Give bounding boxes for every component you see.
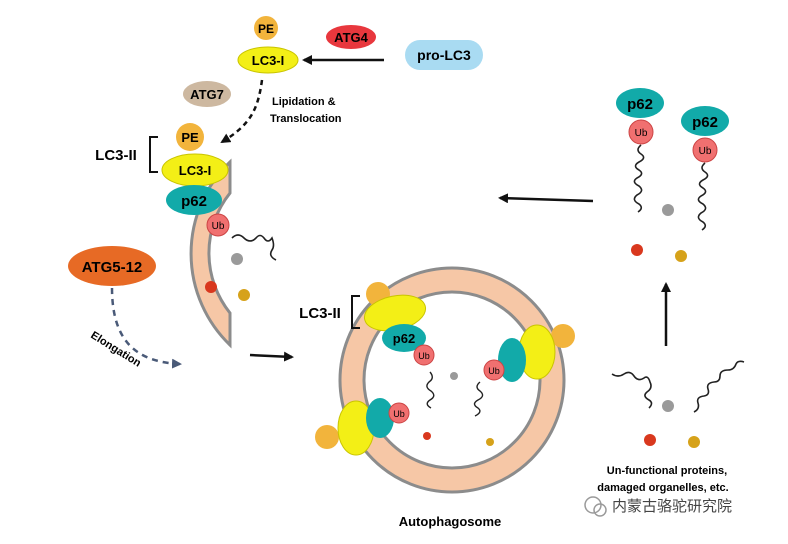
lc3-processing: PE LC3-I ATG4 pro-LC3 ATG7 Lipidation & …: [183, 16, 483, 144]
protein-squiggle-center-1: [426, 371, 435, 409]
gold-dot-bottom: [688, 436, 700, 448]
lc3-ii-label-left: LC3-II: [95, 147, 137, 164]
ub-label-left: Ub: [212, 221, 225, 232]
atg4-label: ATG4: [334, 30, 368, 45]
pe-node: [254, 16, 278, 40]
ub-node-center-2: [483, 359, 505, 381]
atg4-node: [326, 25, 376, 49]
red-dot-center: [423, 432, 431, 440]
red-dot-right: [631, 244, 643, 256]
red-dot-left: [205, 281, 217, 293]
p62-node-left: [166, 185, 222, 215]
pro-lc3-label: pro-LC3: [417, 47, 471, 63]
autophagosome: LC3-II p62 Ub Ub Ub Autophagosome: [299, 266, 575, 529]
ub-label-right-2: Ub: [699, 146, 712, 157]
atg5-12-label: ATG5-12: [82, 259, 143, 276]
pe-label: PE: [258, 22, 274, 36]
pe-node-center-2: [551, 324, 575, 348]
ub-node-center-3: [388, 402, 410, 424]
elongation-arrow: [110, 287, 182, 369]
ub-label-right-1: Ub: [635, 128, 648, 139]
ub-node-right-2: [692, 137, 718, 163]
ubiquitinated-cargo: p62 Ub p62 Ub: [616, 88, 729, 262]
p62-node-center-3: [366, 398, 394, 438]
back-to-phagophore-arrow: [498, 193, 594, 204]
lipidation-arrow: [220, 79, 264, 144]
p62-label-center-1: p62: [393, 331, 415, 346]
protein-squiggle-right-2: [697, 162, 709, 231]
lc3-i-label: LC3-I: [252, 53, 285, 68]
atg5-12-node: [68, 246, 156, 286]
lipidation-label-line2: Translocation: [270, 113, 342, 125]
p62-node-center-2: [498, 338, 526, 382]
watermark-text: 内蒙古骆驼研究院: [612, 497, 732, 515]
p62-node-right-1: [616, 88, 664, 118]
lc3-ii-label-center: LC3-II: [299, 305, 341, 322]
watermark-logo-icon: [584, 496, 602, 514]
gray-dot-center: [450, 372, 458, 380]
to-autophagosome-arrow: [249, 351, 294, 362]
gold-dot-left: [238, 289, 250, 301]
protein-squiggle-bottom-2: [693, 360, 745, 413]
protein-squiggle-bottom-1: [611, 371, 653, 409]
p62-label-left: p62: [181, 193, 207, 210]
unfunctional-label-line1: Un-functional proteins,: [607, 465, 727, 477]
protein-squiggle-center-2: [473, 381, 484, 417]
red-dot-bottom: [644, 434, 656, 446]
unfunctional-label-line2: damaged organelles, etc.: [597, 482, 728, 494]
ub-label-center-1: Ub: [418, 351, 430, 361]
ub-node-right-1: [628, 119, 654, 145]
ub-label-center-2: Ub: [488, 366, 500, 376]
atg7-node: [183, 81, 231, 107]
lc3-i-node: [237, 46, 299, 74]
ub-node-left: [206, 213, 230, 237]
ub-label-center-3: Ub: [393, 409, 405, 419]
pro-lc3-node: [405, 40, 483, 70]
protein-squiggle-right-1: [633, 144, 645, 213]
gray-dot-bottom: [662, 400, 674, 412]
autophagosome-label: Autophagosome: [399, 514, 502, 529]
gold-dot-right: [675, 250, 687, 262]
watermark-logo-icon-2: [593, 503, 607, 517]
phagophore: LC3-II PE LC3-I p62 Ub ATG5-12 Elongatio…: [68, 123, 277, 370]
lc3-i-label-left: LC3-I: [179, 163, 212, 178]
p62-node-right-2: [681, 106, 729, 136]
lc3-ii-bracket-left: [149, 136, 158, 173]
gold-dot-center: [486, 438, 494, 446]
unfunctional-cargo: Un-functional proteins, damaged organell…: [597, 360, 745, 494]
pe-node-center-3: [315, 425, 339, 449]
lipidation-label-line1: Lipidation &: [272, 96, 336, 108]
atg7-label: ATG7: [190, 87, 224, 102]
gray-dot-right: [662, 204, 674, 216]
ub-node-center-1: [413, 344, 435, 366]
p62-label-right-1: p62: [627, 96, 653, 113]
protein-squiggle-left: [231, 234, 277, 261]
gray-dot-left: [231, 253, 243, 265]
watermark: 内蒙古骆驼研究院: [584, 496, 732, 517]
pe-label-left: PE: [181, 130, 199, 145]
pe-node-left: [176, 123, 204, 151]
lc3-ii-bracket-center: [351, 295, 360, 329]
p62-label-right-2: p62: [692, 114, 718, 131]
p62-node-center-1: [382, 324, 426, 352]
